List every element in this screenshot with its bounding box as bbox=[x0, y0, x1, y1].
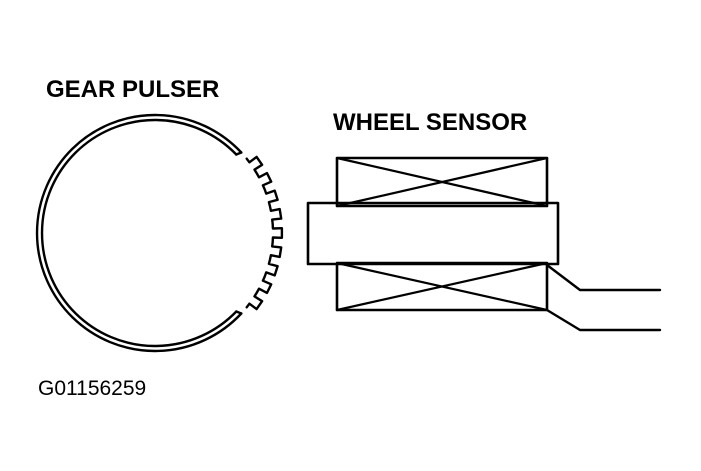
gear-pulser-label: GEAR PULSER bbox=[46, 76, 219, 103]
lower-coil-cross-b bbox=[335, 261, 549, 312]
wheel-sensor-label: WHEEL SENSOR bbox=[333, 109, 527, 136]
gear-pulser-outer-rim bbox=[35, 113, 243, 353]
figure-id-label: G01156259 bbox=[38, 377, 146, 400]
upper-coil-box bbox=[335, 156, 549, 208]
gear-pulser-cut-bottom bbox=[235, 310, 243, 315]
lead-wire-lower bbox=[545, 308, 662, 332]
gear-pulser-cut-top bbox=[235, 151, 243, 156]
lead-wire-upper bbox=[545, 263, 662, 292]
gear-pulser-inner-rim bbox=[40, 118, 238, 348]
gear-pulser-teeth bbox=[245, 155, 284, 311]
sensor-core bbox=[306, 201, 560, 266]
gear-pulser bbox=[35, 113, 284, 353]
wheel-sensor bbox=[306, 156, 662, 332]
upper-coil-cross-b bbox=[335, 156, 549, 208]
